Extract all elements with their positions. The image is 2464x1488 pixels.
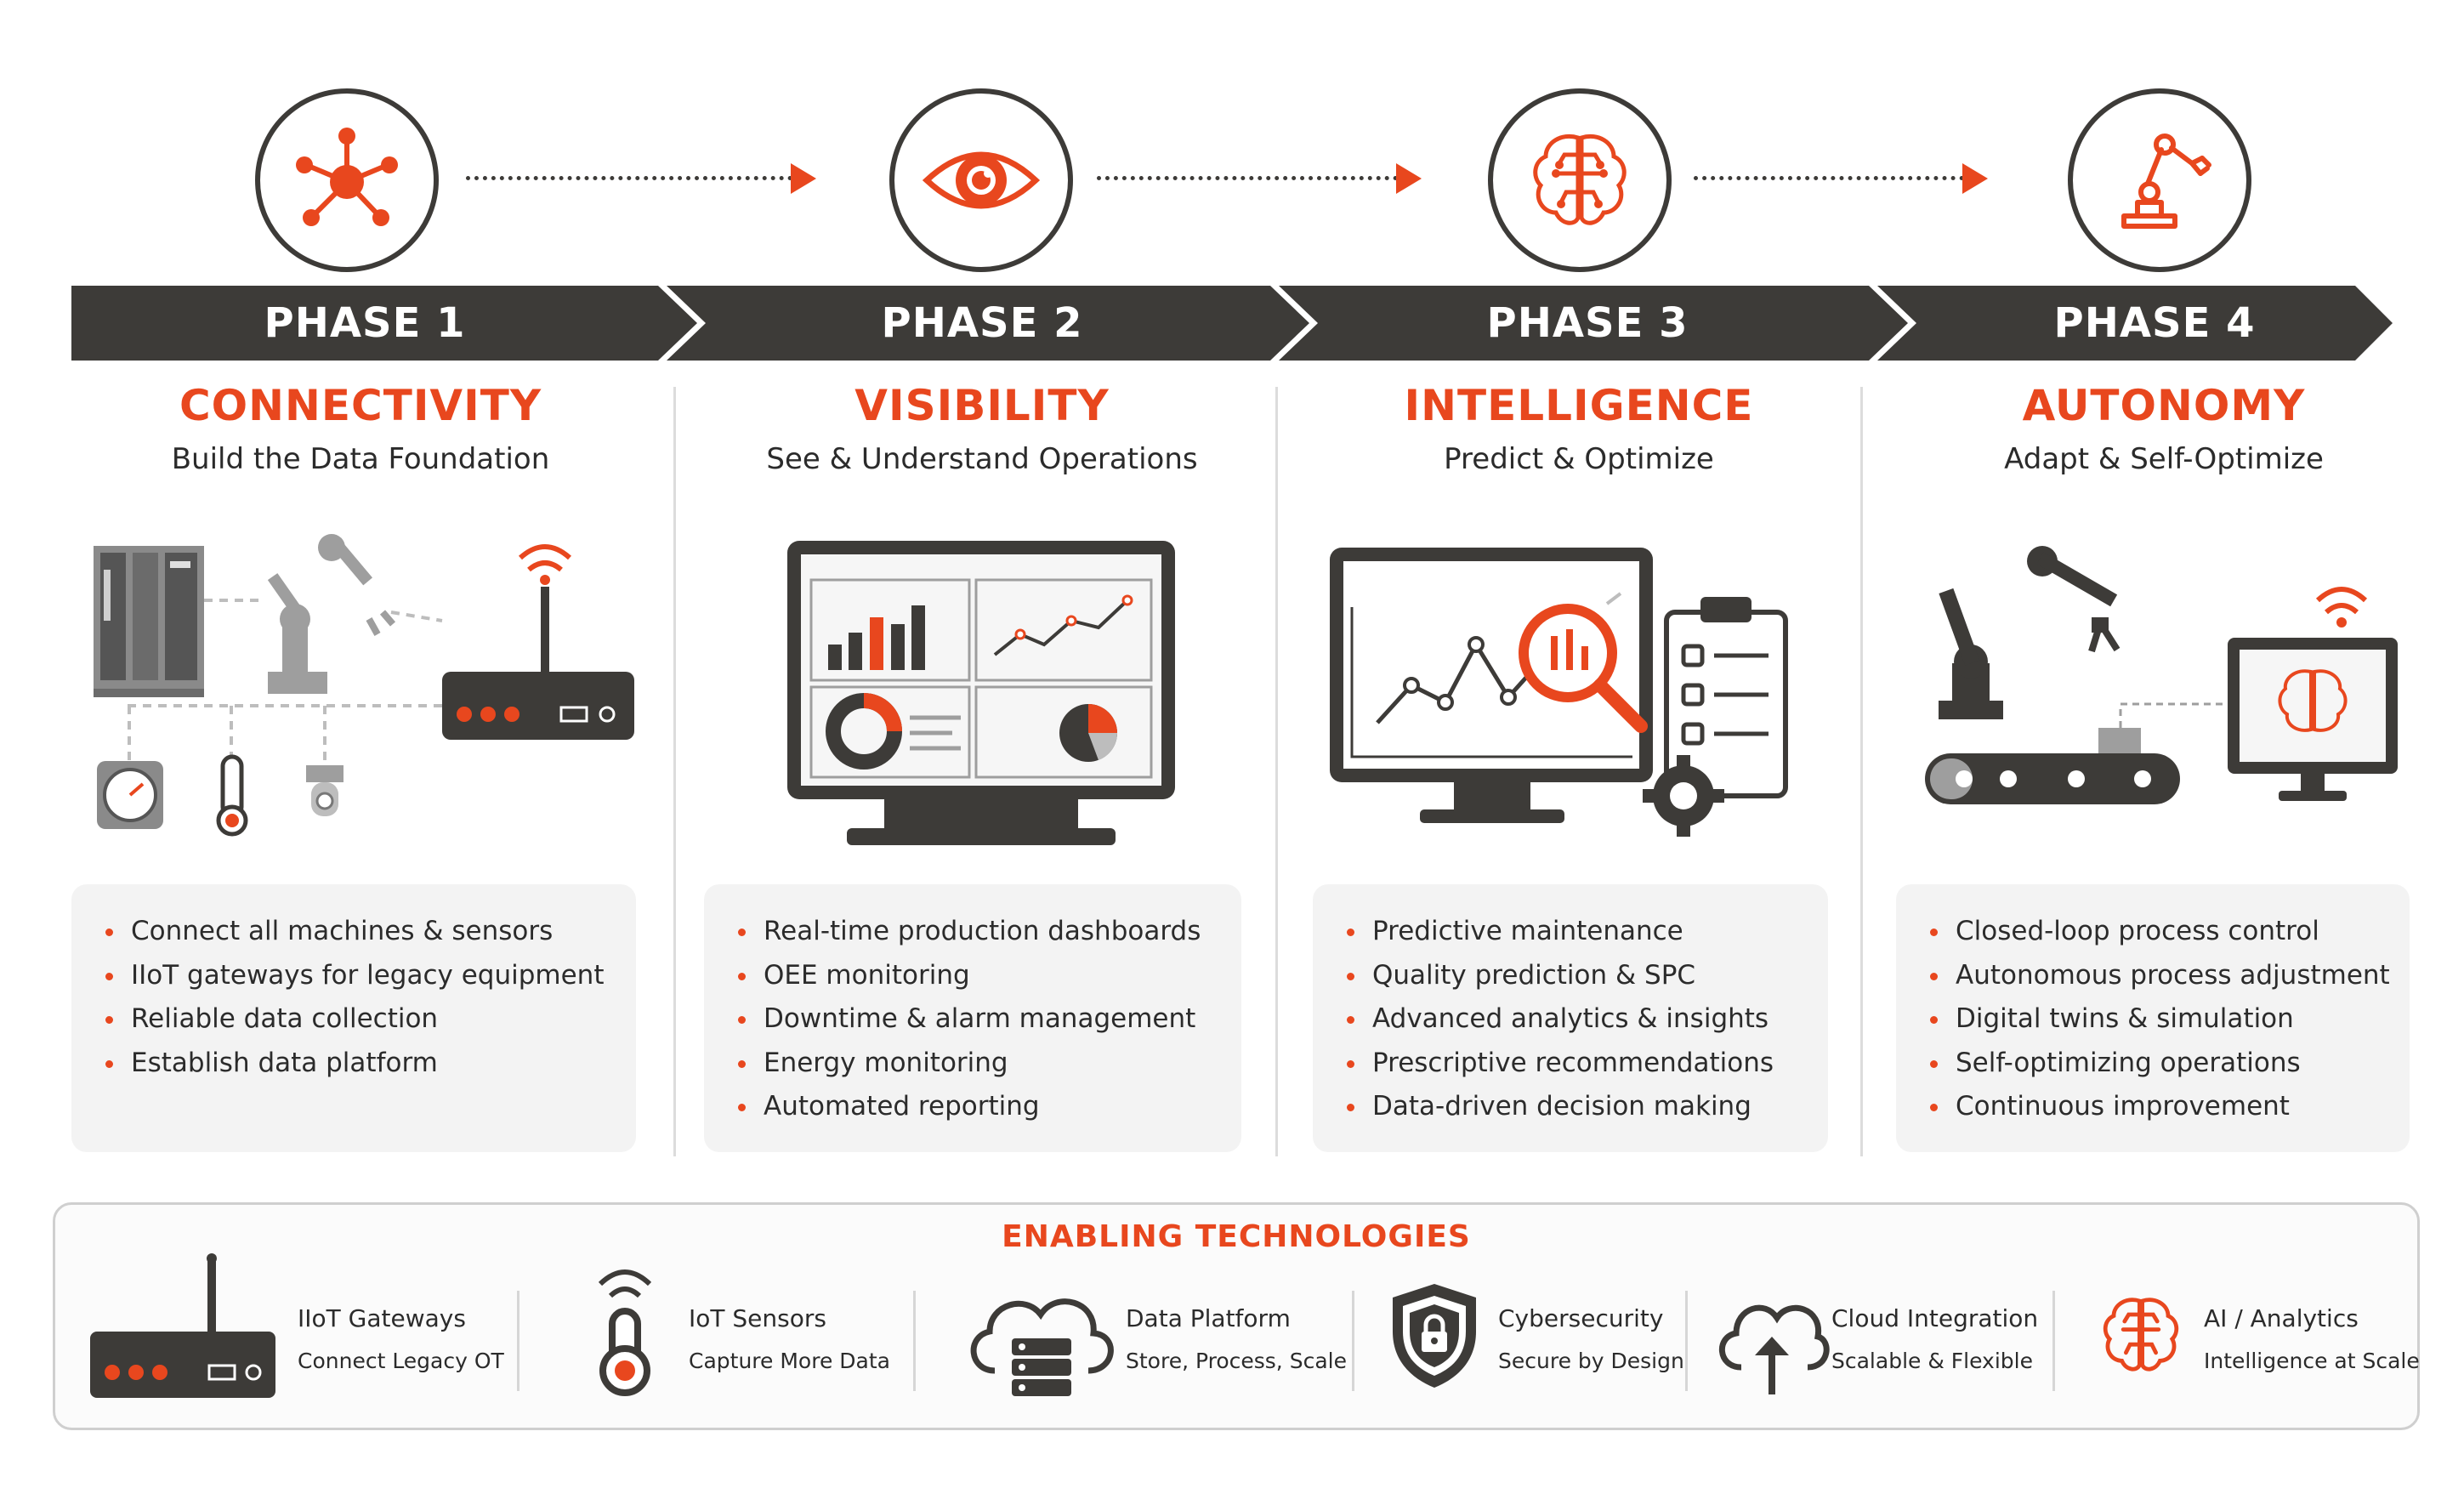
phase-1-subtitle: Build the Data Foundation — [171, 442, 550, 476]
tech-cybersecurity-desc: Secure by Design — [1498, 1349, 1684, 1373]
phase-2-eye-icon — [889, 88, 1073, 272]
phase-2-bullet: Energy monitoring — [738, 1042, 1241, 1086]
connector-2-arrow — [1396, 163, 1422, 194]
shield-lock-icon — [1393, 1284, 1476, 1388]
tech-cloud-integration-desc: Scalable & Flexible — [1831, 1349, 2033, 1373]
phase-2-label: PHASE 2 — [881, 299, 1083, 347]
tech-iot-sensors-name: IoT Sensors — [689, 1304, 826, 1332]
phase-3-bullet: Data-driven decision making — [1347, 1085, 1828, 1129]
phase-2-bullet: Downtime & alarm management — [738, 997, 1241, 1042]
phase-4-bullet: Digital twins & simulation — [1930, 997, 2410, 1042]
tech-data-platform-name: Data Platform — [1126, 1304, 1291, 1332]
column-divider-2 — [1275, 387, 1278, 1156]
connector-1 — [466, 176, 792, 180]
cloud-database-icon — [970, 1298, 1114, 1396]
phase-2-bullet: Real-time production dashboards — [738, 910, 1241, 954]
enabling-technologies-panel — [53, 1202, 2420, 1430]
phase-3-card: Predictive maintenance Quality predictio… — [1313, 884, 1828, 1152]
phase-2-bullet: OEE monitoring — [738, 954, 1241, 998]
connector-3-arrow — [1962, 163, 1988, 194]
tech-separator — [2052, 1291, 2055, 1391]
phase-1-bullet: Establish data platform — [105, 1042, 636, 1086]
tech-cybersecurity-name: Cybersecurity — [1498, 1304, 1664, 1332]
tech-iot-sensors-desc: Capture More Data — [689, 1349, 890, 1373]
tech-ai-analytics-name: AI / Analytics — [2204, 1304, 2359, 1332]
phase-3-bullet: Quality prediction & SPC — [1347, 954, 1828, 998]
phase-band — [71, 286, 2393, 361]
phase-4-bullet: Self-optimizing operations — [1930, 1042, 2410, 1086]
connector-2 — [1097, 176, 1398, 180]
connectivity-illustration — [94, 534, 634, 837]
phase-3-bullet: Advanced analytics & insights — [1347, 997, 1828, 1042]
phase-4-subtitle: Adapt & Self-Optimize — [2004, 442, 2324, 476]
intelligence-analytics-illustration — [1330, 548, 1788, 837]
phase-3-brain-icon — [1488, 88, 1672, 272]
brain-icon — [2103, 1298, 2179, 1372]
phase-2-bullet: Automated reporting — [738, 1085, 1241, 1129]
phase-1-network-hub-icon — [255, 88, 439, 272]
phase-4-card: Closed-loop process control Autonomous p… — [1896, 884, 2410, 1152]
phase-1-label: PHASE 1 — [264, 299, 466, 347]
phase-2-title: VISIBILITY — [854, 381, 1110, 430]
phase-1-bullet: Connect all machines & sensors — [105, 910, 636, 954]
tech-cloud-integration-name: Cloud Integration — [1831, 1304, 2039, 1332]
autonomy-factory-illustration — [1925, 546, 2398, 804]
phase-4-bullet: Continuous improvement — [1930, 1085, 2410, 1129]
phase-4-title: AUTONOMY — [2022, 381, 2306, 430]
tech-separator — [517, 1291, 519, 1391]
enabling-technologies-title: ENABLING TECHNOLOGIES — [1002, 1219, 1471, 1254]
tech-separator — [1352, 1291, 1354, 1391]
phase-1-title: CONNECTIVITY — [179, 381, 542, 430]
phase-1-bullet: Reliable data collection — [105, 997, 636, 1042]
tech-separator — [913, 1291, 916, 1391]
tech-data-platform-desc: Store, Process, Scale — [1126, 1349, 1347, 1373]
phase-3-label: PHASE 3 — [1486, 299, 1689, 347]
tech-iiot-gateways-name: IIoT Gateways — [298, 1304, 466, 1332]
phase-3-bullet: Prescriptive recommendations — [1347, 1042, 1828, 1086]
phase-4-robot-arm-icon — [2068, 88, 2251, 272]
phase-3-subtitle: Predict & Optimize — [1444, 442, 1714, 476]
phase-4-label: PHASE 4 — [2053, 299, 2256, 347]
column-divider-1 — [673, 387, 676, 1156]
cloud-upload-icon — [1719, 1304, 1830, 1394]
phase-3-bullet: Predictive maintenance — [1347, 910, 1828, 954]
router-icon — [90, 1253, 275, 1398]
phase-1-card: Connect all machines & sensors IIoT gate… — [71, 884, 636, 1152]
tech-iiot-gateways-desc: Connect Legacy OT — [298, 1349, 504, 1373]
tech-ai-analytics-desc: Intelligence at Scale — [2204, 1349, 2420, 1373]
visibility-dashboard-illustration — [787, 541, 1175, 845]
phase-4-bullet: Closed-loop process control — [1930, 910, 2410, 954]
phase-3-title: INTELLIGENCE — [1404, 381, 1754, 430]
connector-1-arrow — [791, 163, 816, 194]
tech-separator — [1685, 1291, 1688, 1391]
phase-2-subtitle: See & Understand Operations — [766, 442, 1198, 476]
connector-3 — [1694, 176, 1964, 180]
column-divider-3 — [1860, 387, 1863, 1156]
phase-1-bullet: IIoT gateways for legacy equipment — [105, 954, 636, 998]
phase-4-bullet: Autonomous process adjustment — [1930, 954, 2410, 998]
phase-2-card: Real-time production dashboards OEE moni… — [704, 884, 1241, 1152]
sensor-icon — [598, 1269, 652, 1396]
